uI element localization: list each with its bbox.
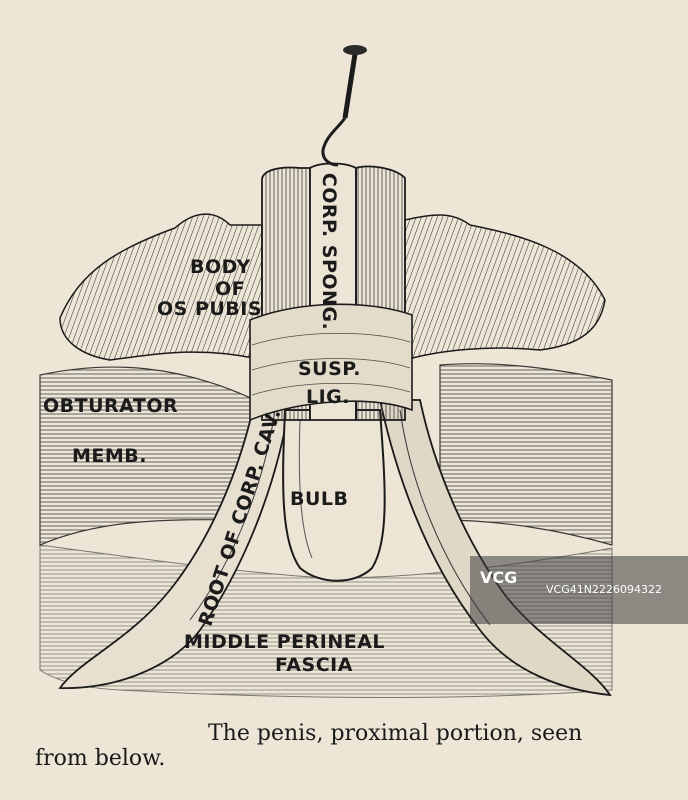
- label-obturator: OBTURATOR: [43, 395, 179, 417]
- label-susp: SUSP.: [298, 358, 361, 380]
- label-os-pubis: OS PUBIS: [157, 298, 263, 320]
- right-root-corpus-cavernosum: [378, 399, 612, 697]
- retraction-hook: [321, 45, 367, 167]
- label-middle-perineal: MIDDLE PERINEAL: [184, 631, 386, 653]
- watermark-logo: VCG: [480, 568, 518, 587]
- suspensory-ligament: [249, 303, 413, 422]
- right-muscle-bands: [439, 363, 613, 546]
- label-corp-spong: CORP. SPONG.: [318, 172, 341, 331]
- label-body: BODY: [190, 256, 251, 278]
- watermark: VCG VCG41N2226094322: [470, 556, 688, 624]
- left-root-corpus-cavernosum: [58, 399, 292, 689]
- label-fascia: FASCIA: [275, 654, 353, 676]
- label-lig: LIG.: [306, 386, 350, 408]
- caption-line-2: from below.: [35, 746, 166, 771]
- bulb: [282, 409, 386, 582]
- label-of: OF: [215, 278, 246, 300]
- caption-line-1: The penis, proximal portion, seen: [208, 721, 583, 746]
- label-memb: MEMB.: [72, 445, 147, 467]
- label-bulb: BULB: [290, 488, 349, 510]
- right-pubic-bone: [404, 214, 606, 361]
- watermark-id: VCG41N2226094322: [546, 583, 662, 596]
